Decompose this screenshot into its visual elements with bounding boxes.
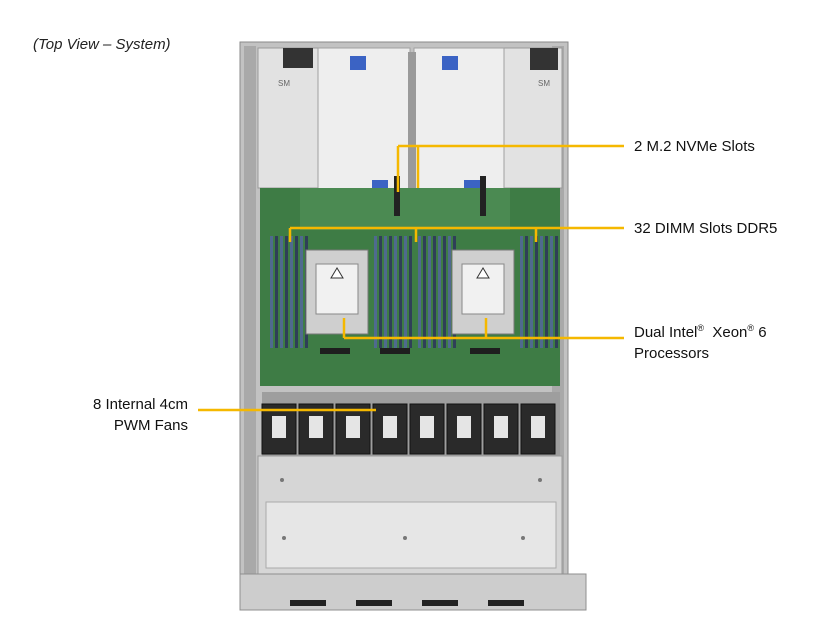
pcie-connectors	[320, 348, 500, 354]
dimm-slot	[379, 236, 382, 348]
dimm-slot	[280, 236, 283, 348]
riser-shroud-left	[317, 47, 411, 199]
fan	[409, 403, 445, 455]
fans-label-line1: 8 Internal 4cm	[92, 396, 188, 413]
fan	[261, 403, 297, 455]
power-supply-right: SM	[503, 47, 563, 189]
dimm-slot	[448, 236, 451, 348]
dimm-slot	[530, 236, 533, 348]
cpu-label-prefix: Dual Intel	[634, 324, 698, 341]
dimm-slot	[555, 236, 558, 348]
fan	[520, 403, 556, 455]
dimm-slot	[535, 236, 538, 348]
fan	[446, 403, 482, 455]
dimm-slot	[423, 236, 426, 348]
dimm-slot	[404, 236, 407, 348]
dimm-slot	[545, 236, 548, 348]
fans-label: 8 Internal 4cm PWM Fans	[86, 394, 188, 436]
svg-text:SM: SM	[538, 79, 550, 88]
fan	[298, 403, 334, 455]
dimm-slot	[285, 236, 288, 348]
dimm-slot	[409, 236, 412, 348]
dimm-slot	[270, 236, 273, 348]
riser-shroud-right	[413, 47, 505, 199]
registered-mark-2: ®	[747, 323, 755, 333]
dimm-slot	[550, 236, 553, 348]
dimm-slot	[438, 236, 441, 348]
fan	[372, 403, 408, 455]
dimm-slot	[540, 236, 543, 348]
nvme-slot-connectors	[394, 176, 486, 216]
fan	[335, 403, 371, 455]
dimm-slot	[275, 236, 278, 348]
svg-text:SM: SM	[278, 79, 290, 88]
riser-divider	[408, 52, 416, 202]
dimm-slot	[433, 236, 436, 348]
front-vents	[290, 600, 524, 606]
power-supply-left: SM	[257, 47, 319, 189]
cpu-label-line2: Processors	[634, 345, 710, 362]
chassis-screws	[280, 478, 542, 540]
cpu-label-gen: 6	[758, 324, 767, 341]
dimm-slot	[525, 236, 528, 348]
dimm-slot	[520, 236, 523, 348]
cpu-label: Dual Intel® Xeon® 6 Processors	[634, 318, 767, 364]
registered-mark-1: ®	[697, 323, 705, 333]
dimm-slots-label: 32 DIMM Slots DDR5	[634, 220, 778, 237]
dimm-slot	[384, 236, 387, 348]
front-bay-cover	[265, 501, 557, 569]
fan-array	[261, 403, 556, 455]
dimm-slot	[374, 236, 377, 348]
dimm-slot	[428, 236, 431, 348]
chassis-rail-left	[244, 46, 256, 598]
cpu-socket-right	[451, 249, 515, 335]
dimm-slot	[300, 236, 303, 348]
m2-slots-label: 2 M.2 NVMe Slots	[634, 138, 755, 155]
dimm-slot	[290, 236, 293, 348]
dimm-slot	[399, 236, 402, 348]
dimm-slot	[389, 236, 392, 348]
cpu-socket-left	[305, 249, 369, 335]
dimm-slot	[394, 236, 397, 348]
fan	[483, 403, 519, 455]
dimm-slot	[418, 236, 421, 348]
motherboard-io-area	[300, 188, 510, 230]
view-caption: (Top View – System)	[33, 36, 171, 53]
dimm-slot	[443, 236, 446, 348]
fans-label-line2: PWM Fans	[113, 417, 188, 434]
cpu-label-brand: Xeon	[712, 324, 748, 341]
dimm-slot	[295, 236, 298, 348]
